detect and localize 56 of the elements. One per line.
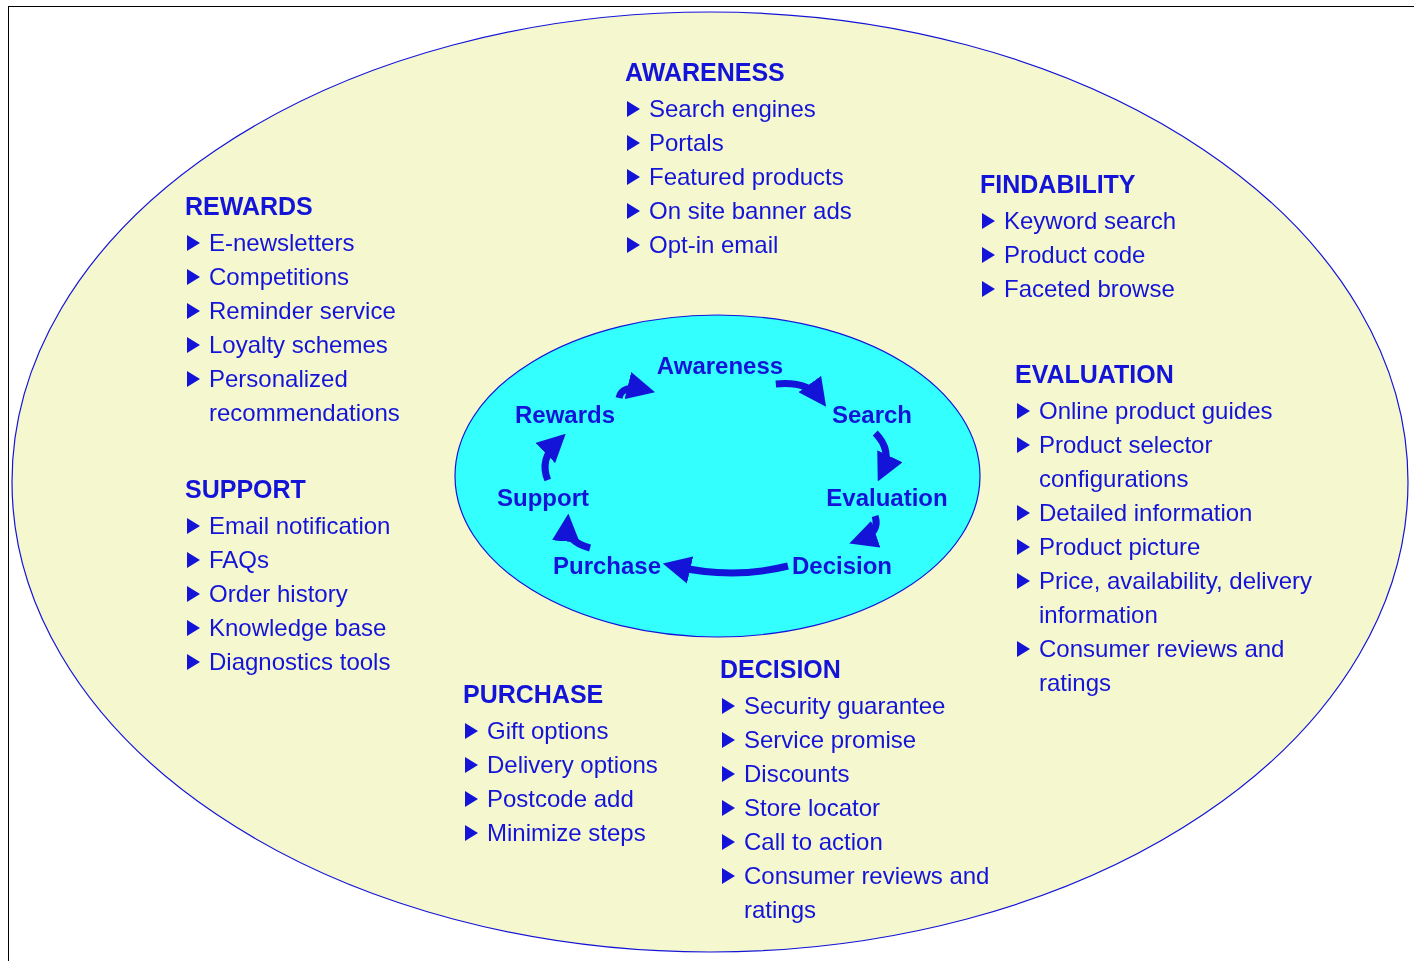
stage-label: Search (831, 401, 913, 429)
list-item: Call to action (744, 827, 883, 857)
cycle-arrow (662, 555, 789, 584)
cycle-arrow (615, 372, 656, 400)
list-item: On site banner ads (649, 196, 852, 226)
list-item: Product picture (1039, 532, 1201, 562)
stage-label: Awareness (656, 352, 784, 380)
section-heading: AWARENESS (625, 57, 785, 88)
stage-label: Decision (792, 552, 892, 580)
list-item: Consumer reviews and ratings (1039, 634, 1286, 698)
section-heading: PURCHASE (463, 679, 604, 710)
cycle-arrow (535, 433, 566, 482)
list-item: Discounts (744, 759, 850, 789)
list-item: Consumer reviews and ratings (744, 861, 991, 925)
stage-label: Evaluation (826, 484, 948, 512)
list-item: Security guarantee (744, 691, 946, 721)
list-item: Portals (649, 128, 724, 158)
list-item: Minimize steps (487, 818, 646, 848)
list-item: E-newsletters (209, 228, 355, 258)
list-item: Product code (1004, 240, 1146, 270)
cycle-arrow (775, 375, 827, 407)
stage-label: Rewards (515, 401, 615, 429)
list-item: FAQs (209, 545, 269, 575)
list-item: Price, availability, delivery information (1039, 566, 1313, 630)
section-heading: FINDABILITY (980, 169, 1136, 200)
list-item: Service promise (744, 725, 917, 755)
inner-ellipse (455, 315, 980, 637)
section-heading: EVALUATION (1015, 359, 1174, 390)
list-item: Search engines (649, 94, 816, 124)
cycle-arrow (872, 430, 903, 482)
list-item: Delivery options (487, 750, 658, 780)
list-item: Order history (209, 579, 348, 609)
list-item: Competitions (209, 262, 350, 292)
list-item: Gift options (487, 716, 609, 746)
stage-label: Purchase (552, 552, 662, 580)
list-item: Featured products (649, 162, 844, 192)
list-item: Store locator (744, 793, 881, 823)
section-heading: REWARDS (185, 191, 313, 222)
list-item: Product selector configurations (1039, 430, 1214, 494)
stage-label: Support (497, 484, 589, 512)
section-heading: SUPPORT (185, 474, 306, 505)
list-item: Online product guides (1039, 396, 1273, 426)
list-item: Reminder service (209, 296, 396, 326)
list-item: Detailed information (1039, 498, 1253, 528)
list-item: Email notification (209, 511, 391, 541)
list-item: Personalized recommendations (209, 364, 401, 428)
list-item: Knowledge base (209, 613, 387, 643)
list-item: Diagnostics tools (209, 647, 391, 677)
list-item: Keyword search (1004, 206, 1177, 236)
cycle-arrow (849, 515, 881, 547)
list-item: Loyalty schemes (209, 330, 388, 360)
cycle-arrow (553, 513, 592, 552)
list-item: Faceted browse (1004, 274, 1175, 304)
list-item: Opt-in email (649, 230, 779, 260)
list-item: Postcode add (487, 784, 634, 814)
section-heading: DECISION (720, 654, 841, 685)
